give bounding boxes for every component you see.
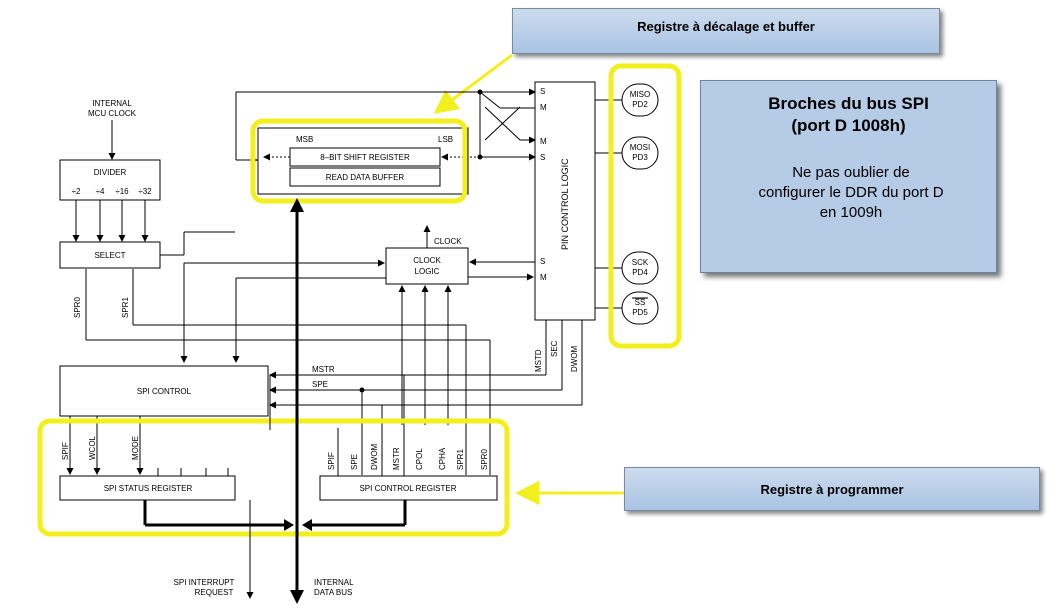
info-title-line1: Broches du bus SPI — [768, 94, 929, 113]
callout-shift-register-label: Registre à décalage et buffer — [637, 19, 815, 34]
mstd-label: MSTD — [534, 349, 543, 372]
shift-register-inner — [289, 147, 441, 167]
spe-top-label: SPE — [312, 380, 328, 389]
spi-control-label: SPI CONTROL — [137, 387, 192, 396]
control-register-label: SPI CONTROL REGISTER — [359, 484, 456, 493]
info-title-line2: (port D 1008h) — [791, 116, 906, 135]
status-bit-mode: MODE — [131, 436, 140, 460]
pin-miso — [621, 83, 659, 117]
callout-register-program: Registre à programmer — [624, 467, 1040, 511]
pin-s2: S — [540, 153, 545, 162]
status-register-block — [59, 475, 236, 501]
sec-label: SEC — [550, 340, 559, 357]
divider-label: DIVIDER — [94, 168, 127, 177]
control-register-block — [319, 475, 498, 501]
divider-ratio-4: ÷4 — [96, 187, 105, 196]
pin-m1: M — [540, 103, 547, 112]
callout-register-program-label: Registre à programmer — [760, 482, 904, 497]
internal-clock-label-2: MCU CLOCK — [88, 109, 137, 118]
data-bus-label-2: DATA BUS — [314, 588, 352, 597]
clock-logic-label-1: CLOCK — [413, 256, 441, 265]
data-bus-label-1: INTERNAL — [314, 578, 354, 587]
spr0-label: SPR0 — [73, 297, 82, 318]
pin-mosi — [621, 136, 659, 170]
pin-sck-port: PD4 — [632, 268, 648, 277]
interrupt-label-2: REQUEST — [195, 588, 234, 597]
pin-sck — [621, 251, 659, 285]
pin-ss-name: SS — [635, 298, 646, 307]
dwom-top-label: DWOM — [570, 345, 579, 372]
pin-control-logic-label: PIN CONTROL LOGIC — [560, 158, 570, 250]
status-bit-spif: SPIF — [61, 442, 70, 460]
shift-register-label: 8–BIT SHIFT REGISTER — [320, 153, 410, 162]
divider-ratio-2: ÷2 — [72, 187, 81, 196]
shift-msb-label: MSB — [296, 135, 313, 144]
pin-m3: M — [540, 273, 547, 282]
control-bit-spr0: SPR0 — [480, 449, 489, 470]
divider-ratio-16: ÷16 — [115, 187, 129, 196]
shift-lsb-label: LSB — [438, 135, 453, 144]
info-box: Broches du bus SPI (port D 1008h) Ne pas… — [700, 80, 997, 273]
pin-sck-name: SCK — [632, 258, 649, 267]
highlight-registers — [37, 418, 510, 537]
highlight-shift-register — [250, 118, 468, 204]
callout-shift-register: Registre à décalage et buffer — [512, 8, 940, 54]
info-title: Broches du bus SPI (port D 1008h) — [701, 93, 996, 137]
info-body-line3: en 1009h — [819, 204, 883, 221]
internal-clock-label-1: INTERNAL — [92, 99, 132, 108]
pin-control-logic-block — [534, 81, 596, 321]
control-bit-spif: SPIF — [327, 452, 336, 470]
select-block — [59, 241, 161, 269]
interrupt-label-1: SPI INTERRUPT — [174, 578, 235, 587]
clock-logic-label-2: LOGIC — [415, 267, 440, 276]
clock-logic-block — [385, 247, 469, 285]
pin-miso-name: MISO — [630, 90, 650, 99]
highlight-pins — [608, 63, 682, 349]
control-bit-spr1: SPR1 — [456, 449, 465, 470]
info-body-line1: Ne pas oublier de — [792, 164, 910, 181]
read-buffer-label: READ DATA BUFFER — [326, 173, 405, 182]
spr1-label: SPR1 — [121, 297, 130, 318]
select-label: SELECT — [94, 251, 125, 260]
pin-s3: S — [540, 257, 545, 266]
control-bit-cpha: CPHA — [438, 447, 447, 470]
pin-mosi-port: PD3 — [632, 153, 648, 162]
divider-ratio-32: ÷32 — [138, 187, 152, 196]
control-bit-mstr: MSTR — [392, 447, 401, 470]
pin-m2: M — [540, 137, 547, 146]
pin-s1: S — [540, 87, 545, 96]
spi-control-block — [59, 365, 269, 417]
status-bit-wcol: WCOL — [88, 435, 97, 460]
pin-mosi-name: MOSI — [630, 143, 650, 152]
pin-ss-port: PD5 — [632, 308, 648, 317]
pin-miso-port: PD2 — [632, 100, 648, 109]
divider-block — [59, 159, 161, 201]
control-bit-cpol: CPOL — [415, 448, 424, 470]
clock-out-label: CLOCK — [434, 237, 462, 246]
info-body-line2: configurer le DDR du port D — [758, 184, 944, 201]
shift-register-block — [257, 127, 469, 195]
mstr-top-label: MSTR — [312, 365, 335, 374]
control-bit-spe: SPE — [350, 454, 359, 470]
info-body: Ne pas oublier de configurer le DDR du p… — [711, 163, 991, 223]
pin-ss — [621, 291, 659, 325]
control-bit-dwom: DWOM — [370, 443, 379, 470]
read-buffer-block — [289, 167, 441, 187]
status-register-label: SPI STATUS REGISTER — [104, 484, 193, 493]
